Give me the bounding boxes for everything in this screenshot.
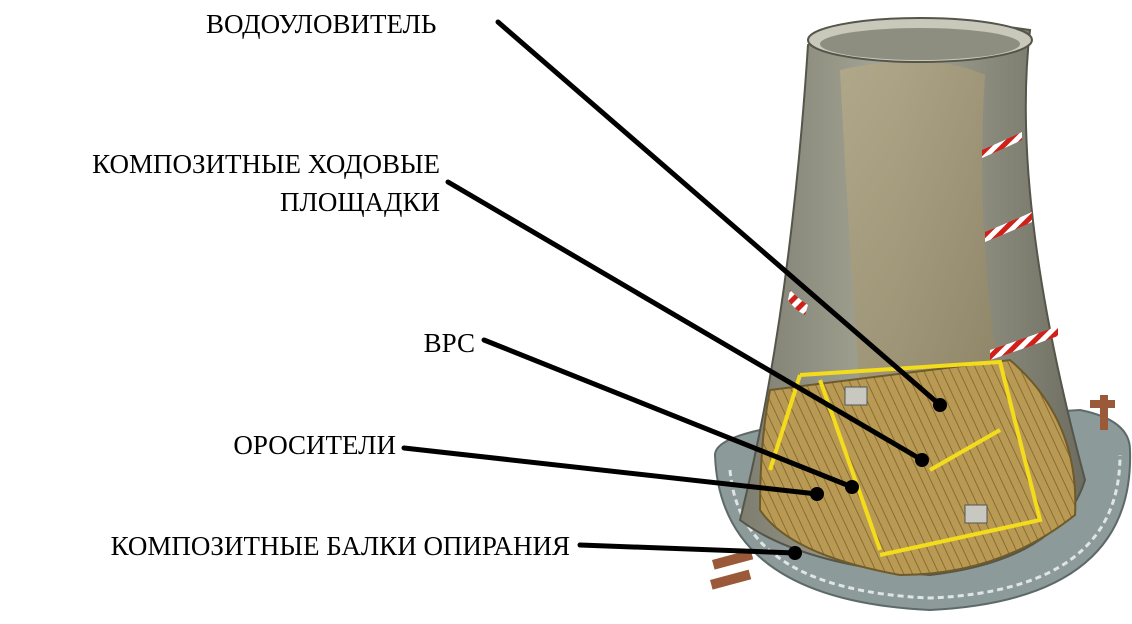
- dot-sprinklers: [810, 487, 824, 501]
- dot-support-beams: [788, 546, 802, 560]
- label-vrs: ВРС: [424, 328, 475, 358]
- label-support-beams: КОМПОЗИТНЫЕ БАЛКИ ОПИРАНИЯ: [111, 531, 570, 561]
- label-walkways-line2: ПЛОЩАДКИ: [280, 187, 440, 217]
- vrs-box-1: [845, 387, 867, 405]
- label-walkways-line1: КОМПОЗИТНЫЕ ХОДОВЫЕ: [92, 149, 440, 179]
- dot-water-eliminator: [933, 398, 947, 412]
- label-sprinklers: ОРОСИТЕЛИ: [233, 430, 396, 460]
- dot-walkways: [915, 453, 929, 467]
- label-water-eliminator: ВОДОУЛОВИТЕЛЬ: [206, 9, 436, 39]
- cooling-tower-illustration: [710, 18, 1130, 610]
- dot-vrs: [845, 480, 859, 494]
- vrs-box-2: [965, 505, 987, 523]
